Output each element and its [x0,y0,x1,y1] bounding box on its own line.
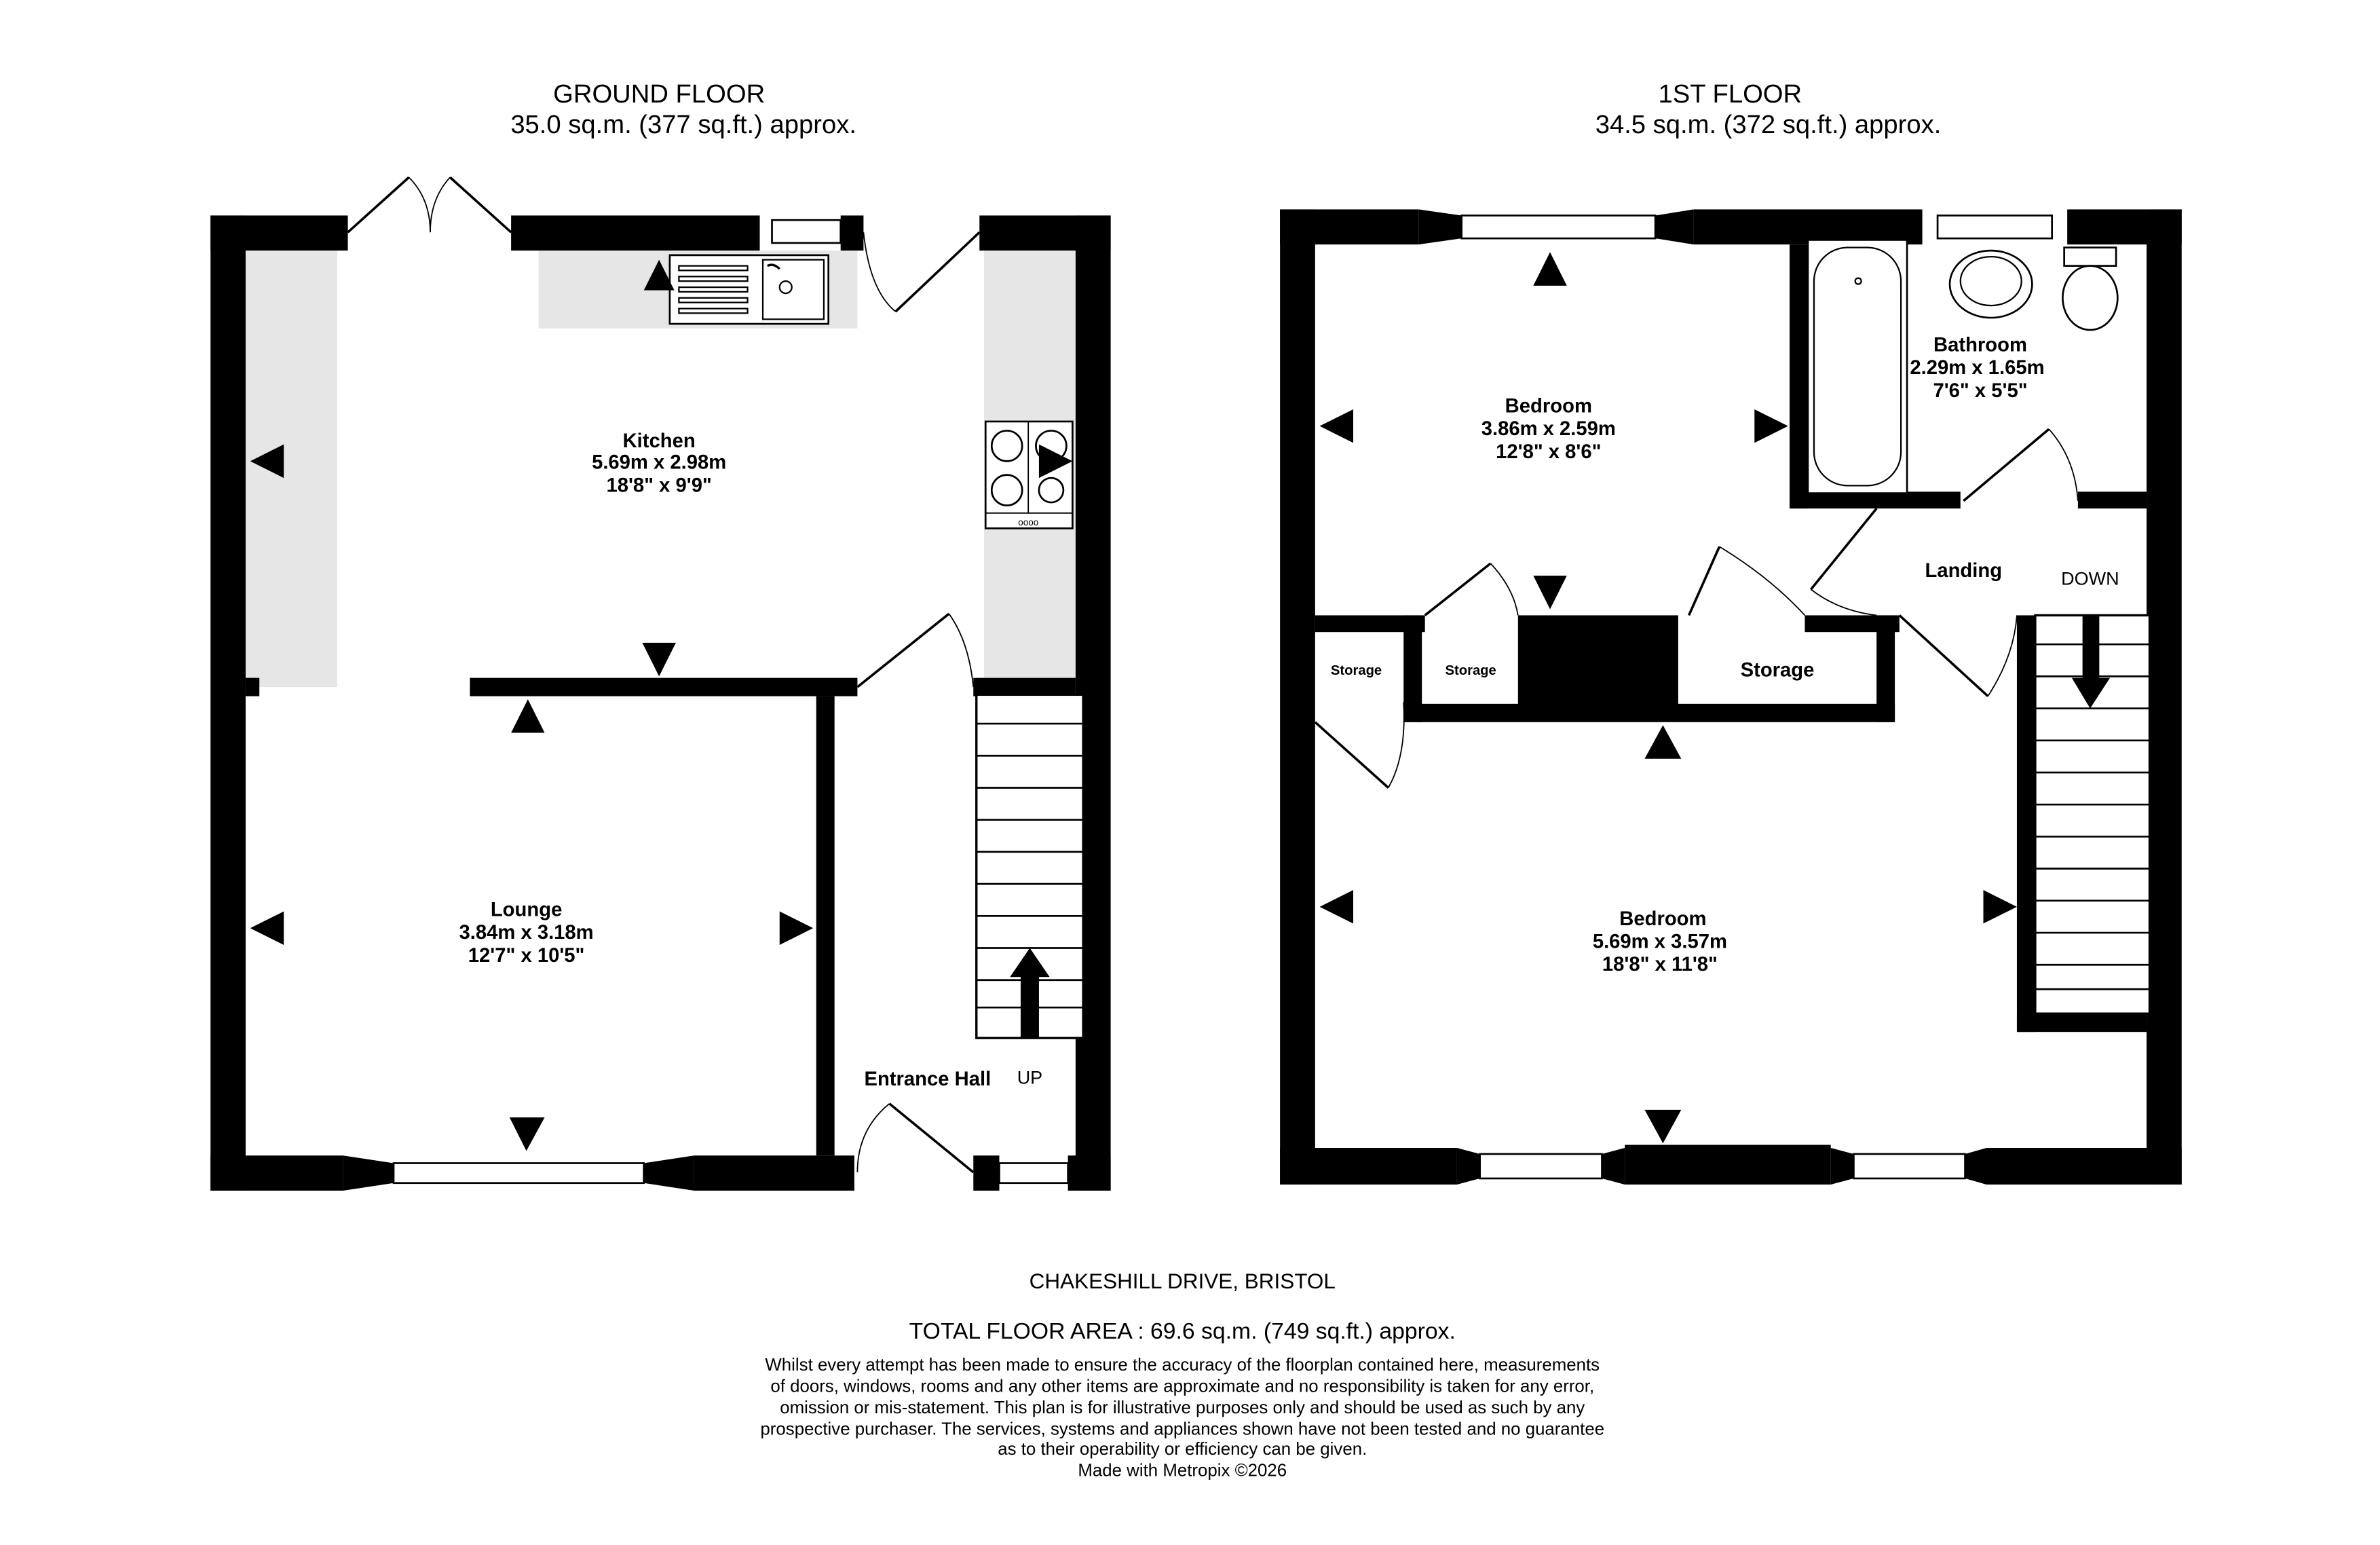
first-floor-area: 34.5 sq.m. (372 sq.ft.) approx. [1595,110,1942,139]
stairs-up-label: UP [1017,1068,1042,1088]
first-walls [1280,209,2182,1185]
ground-floor-title: GROUND FLOOR [553,79,765,109]
disclaimer-line-3: omission or mis-statement. This plan is … [780,1398,1585,1417]
kitchen-hall-door [856,612,975,688]
kitchen-metric: 5.69m x 2.98m [592,452,726,474]
kitchen-name: Kitchen [623,430,696,452]
bedroom1-label: Bedroom 3.86m x 2.59m 12'8" x 8'6" [1481,395,1616,462]
lounge-window [392,1162,645,1185]
bedroom2-window-right [1853,1153,1966,1180]
lounge-label: Lounge 3.84m x 3.18m 12'7" x 10'5" [459,899,593,966]
bathroom-name: Bathroom [1933,335,2027,356]
bedroom2-window-left [1479,1153,1603,1180]
bedroom2-metric: 5.69m x 3.57m [1593,931,1727,953]
total-floor-area: TOTAL FLOOR AREA : 69.6 sq.m. (749 sq.ft… [909,1318,1456,1344]
landing-label: Landing [1925,560,2002,582]
storage-label-2: Storage [1446,663,1496,678]
bathroom-metric: 2.29m x 1.65m [1910,357,2044,379]
hob-icon: oooo [984,420,1074,529]
first-measure-arrows [1319,252,2017,1144]
storage-label-1: Storage [1331,663,1382,678]
ground-stairs [975,693,1084,1039]
first-floor: 1ST FLOOR 34.5 sq.m. (372 sq.ft.) approx… [1280,79,2182,1185]
disclaimer-line-1: Whilst every attempt has been made to en… [765,1356,1600,1375]
storage-label-3: Storage [1741,659,1815,681]
back-door [863,231,981,313]
bedroom1-name: Bedroom [1505,395,1592,417]
kitchen-label: Kitchen 5.69m x 2.98m 18'8" x 9'9" [592,430,726,496]
footer: CHAKESHILL DRIVE, BRISTOL TOTAL FLOOR AR… [760,1269,1604,1481]
disclaimer-line-4: prospective purchaser. The services, sys… [760,1420,1604,1439]
disclaimer-line-2: of doors, windows, rooms and any other i… [770,1377,1594,1396]
hall-window [998,1162,1070,1185]
kitchen-imperial: 18'8" x 9'9" [606,474,711,496]
first-stairs [2034,614,2151,1015]
stairs-up-arrow-icon [1010,948,1050,978]
toilet-icon [2062,246,2119,331]
basin-icon [1948,249,2033,319]
entrance-hall-label: Entrance Hall [864,1068,991,1090]
bedroom2-imperial: 18'8" x 11'8" [1602,954,1718,975]
bedroom1-metric: 3.86m x 2.59m [1481,418,1616,440]
lounge-imperial: 12'7" x 10'5" [468,945,585,967]
stairs-down-arrow-icon [2071,677,2111,709]
bath-icon [1807,239,1908,494]
bedroom2-name: Bedroom [1619,908,1706,930]
bathroom-imperial: 7'6" x 5'5" [1933,380,2027,402]
counter-left [245,250,337,688]
first-floor-doors [1314,428,2079,789]
bathroom-window [1936,215,2054,240]
kitchen-window [771,219,842,244]
first-floor-title: 1ST FLOOR [1659,79,1802,109]
ground-measure-arrows [250,259,1073,1151]
front-door [856,1102,975,1174]
lounge-name: Lounge [491,899,562,920]
french-doors [347,176,512,234]
ground-floor-area: 35.0 sq.m. (377 sq.ft.) approx. [510,110,856,139]
bedroom1-window [1460,215,1657,240]
stairs-down-label: DOWN [2061,568,2119,589]
bedroom2-label: Bedroom 5.69m x 3.57m 18'8" x 11'8" [1593,908,1727,975]
disclaimer-line-5: as to their operability or efficiency ca… [998,1440,1367,1459]
svg-text:oooo: oooo [1018,517,1038,527]
bedroom1-imperial: 12'8" x 8'6" [1496,441,1601,463]
ground-floor: GROUND FLOOR 35.0 sq.m. (377 sq.ft.) app… [210,79,1111,1191]
lounge-metric: 3.84m x 3.18m [459,922,593,944]
sink-icon [668,254,830,325]
bathroom-label: Bathroom 2.29m x 1.65m 7'6" x 5'5" [1910,335,2044,402]
address: CHAKESHILL DRIVE, BRISTOL [1030,1269,1336,1293]
credit: Made with Metropix ©2026 [1078,1461,1287,1480]
